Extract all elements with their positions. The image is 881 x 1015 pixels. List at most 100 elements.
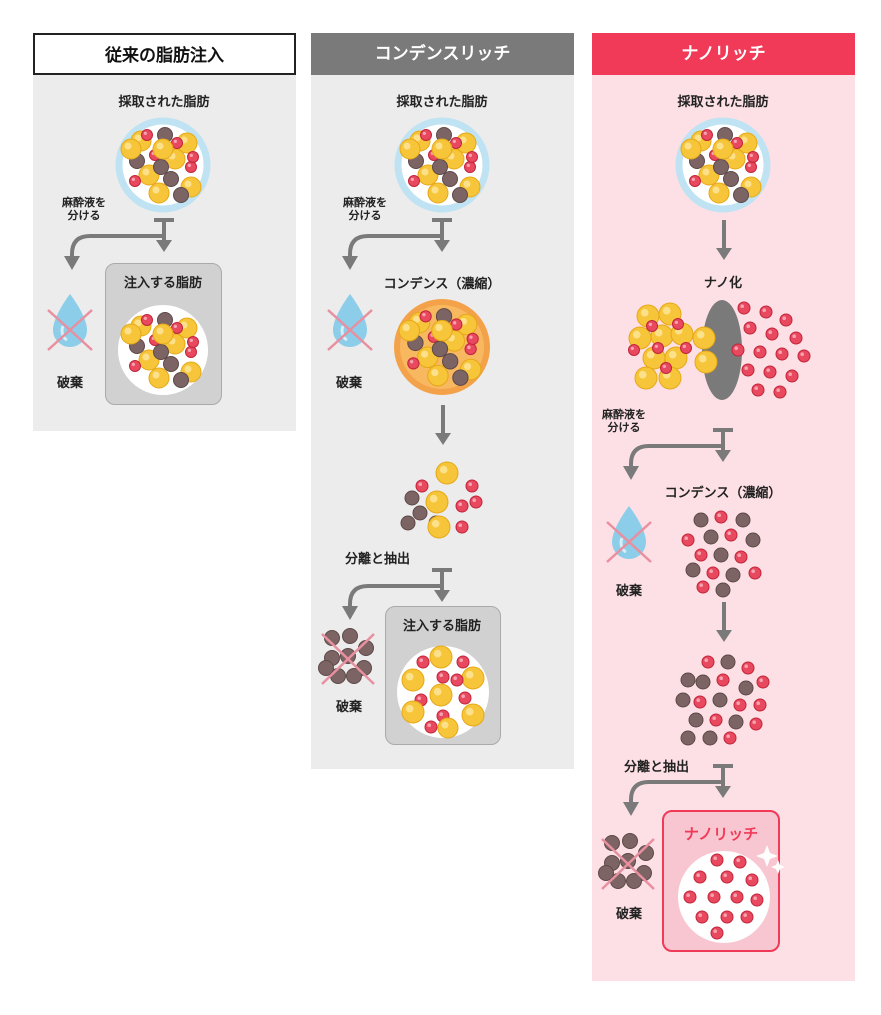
yellow-fat-cell (152, 323, 174, 345)
arrow-curve (629, 444, 723, 468)
stem-cell (455, 520, 469, 534)
label-harvested-fat: 採取された脂肪 (677, 95, 769, 110)
debris-cell (340, 648, 356, 664)
stem-cell (693, 695, 707, 709)
debris-cell (342, 628, 358, 644)
stem-cell (455, 499, 469, 513)
cell-highlight (648, 322, 652, 326)
cell-highlight (422, 131, 426, 135)
cell-highlight (187, 163, 191, 167)
flow-arrow-split (342, 218, 452, 270)
label-separate-anesthetic: 麻酔液を 分ける (602, 408, 646, 434)
cell-highlight (439, 673, 443, 677)
debris-cell (412, 505, 428, 521)
stem-cell (416, 655, 430, 669)
stem-cell (763, 365, 777, 379)
stem-cell (741, 661, 755, 675)
drop-highlight (60, 325, 68, 342)
yellow-fat-cell (401, 700, 425, 724)
cell-highlight (469, 335, 473, 339)
cell-highlight (646, 350, 655, 359)
cell-highlight (696, 873, 700, 877)
cell-highlight (402, 323, 410, 332)
debris-cell (442, 171, 458, 187)
sparkle-icon (756, 845, 778, 867)
yellow-fat-cell (435, 461, 459, 485)
arrow-curve (348, 584, 442, 608)
anesthetic-drop-icon (327, 294, 373, 351)
condensed-fat-illustration (394, 299, 490, 395)
cell-highlight (435, 142, 443, 150)
debris-cell (728, 714, 744, 730)
cell-highlight (638, 370, 647, 379)
cell-highlight (143, 131, 147, 135)
yellow-fat-cell (148, 367, 170, 389)
debris-cell (153, 159, 169, 175)
debris-cell (432, 159, 448, 175)
stem-cell (747, 151, 759, 163)
cell-highlight (704, 658, 708, 662)
debris-cell (713, 547, 729, 563)
cross-line (47, 309, 93, 351)
stem-cell (730, 890, 744, 904)
debris-cell (713, 159, 729, 175)
stem-cell (737, 301, 751, 315)
stem-cell (450, 673, 464, 687)
stem-cell (185, 346, 197, 358)
yellow-fat-cell (634, 366, 658, 390)
cell-highlight (709, 569, 713, 573)
cell-highlight (702, 168, 710, 176)
cell-highlight (187, 348, 191, 352)
arrow-head (156, 240, 172, 252)
label-separate-anesthetic: 麻酔液を 分ける (62, 196, 106, 222)
cell-highlight (405, 704, 414, 713)
flow-arrow-down (435, 405, 451, 445)
label-discard: 破棄 (56, 376, 84, 391)
cell-highlight (463, 180, 471, 188)
column-title-condense-rich: コンデンスリッチ (311, 33, 574, 75)
stem-cell (141, 129, 153, 141)
stem-cell (748, 566, 762, 580)
cell-highlight (458, 523, 462, 527)
cell-highlight (703, 131, 707, 135)
stem-cell (773, 385, 787, 399)
cell-highlight (431, 186, 439, 194)
stem-cell (701, 655, 715, 669)
stem-cell (466, 151, 478, 163)
flow-arrow-split (623, 764, 733, 816)
stem-cell (731, 343, 745, 357)
stem-cell (465, 479, 479, 493)
harvested-fat-illustration (675, 117, 771, 213)
drop-highlight (619, 537, 627, 554)
debris-cell (680, 730, 696, 746)
arrow-head (715, 450, 731, 462)
stem-cell (187, 151, 199, 163)
stem-cell (779, 313, 793, 327)
column-title-nano-rich: ナノリッチ (592, 33, 855, 75)
cell-highlight (410, 177, 414, 181)
stem-cell (733, 698, 747, 712)
cell-highlight (736, 858, 740, 862)
arrow-head (623, 466, 639, 480)
stem-cell (436, 670, 450, 684)
debris-cell (738, 680, 754, 696)
debris-cell (400, 515, 416, 531)
yellow-fat-cell (425, 490, 449, 514)
yellow-fat-cell (401, 668, 425, 692)
cell-highlight (466, 163, 470, 167)
cell-highlight (733, 893, 737, 897)
cell-highlight (756, 701, 760, 705)
arrow-head (434, 240, 450, 252)
debris-cell (702, 730, 718, 746)
cell-highlight (723, 913, 727, 917)
condensed-nano-illustration (681, 510, 762, 598)
cell-highlight (674, 320, 678, 324)
cell-highlight (654, 344, 658, 348)
cell-highlight (684, 536, 688, 540)
yellow-fat-cell (399, 138, 421, 160)
yellow-fat-cell (429, 683, 453, 707)
stem-cell (716, 673, 730, 687)
stem-cell (466, 332, 479, 345)
cell-highlight (468, 153, 472, 157)
cell-highlight (431, 368, 439, 377)
